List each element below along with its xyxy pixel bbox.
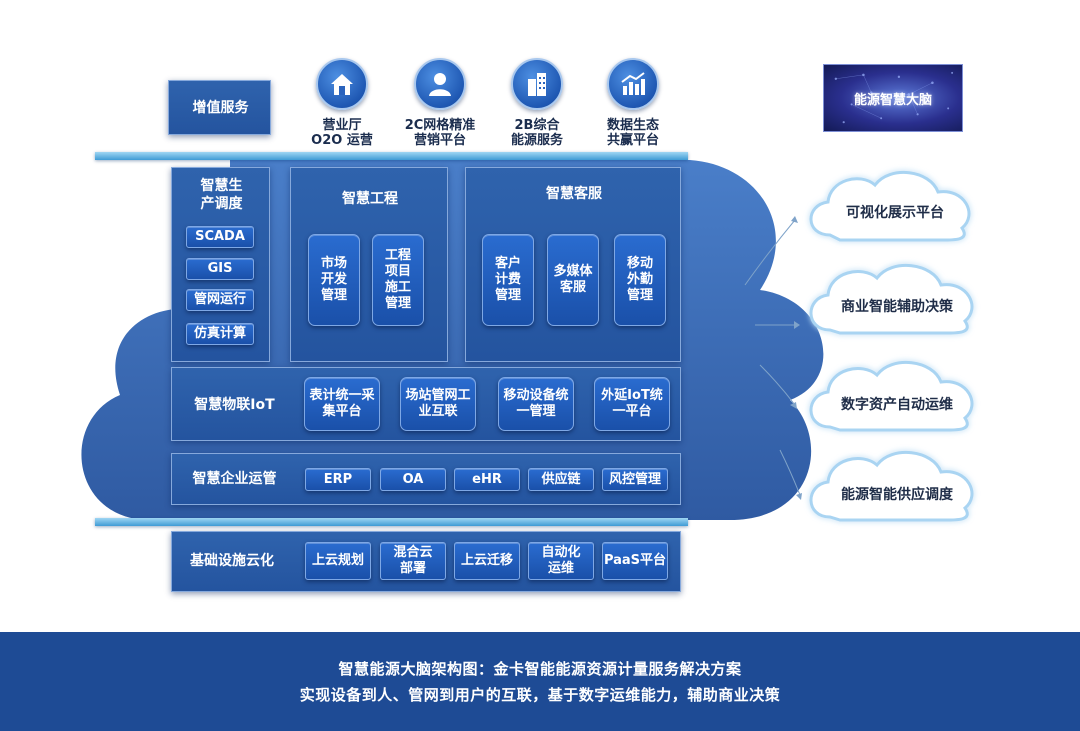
scada-button[interactable]: SCADA: [186, 226, 254, 248]
market-development-button[interactable]: 市场 开发 管理: [308, 234, 360, 326]
smart-customer-service-title: 智慧客服: [546, 186, 602, 202]
supply-chain-button[interactable]: 供应链: [528, 468, 594, 491]
value-added-services-panel: 增值服务: [168, 80, 271, 135]
connector-line-4: [779, 449, 801, 496]
bottom-divider-band: [95, 518, 688, 526]
auto-ops-button[interactable]: 自动化 运维: [528, 542, 594, 580]
service-icon-building[interactable]: [511, 58, 563, 110]
energy-supply-dispatch-label[interactable]: 能源智能供应调度: [841, 487, 953, 503]
footer-banner: 智慧能源大脑架构图：金卡智能能源资源计量服务解决方案 实现设备到人、管网到用户的…: [0, 632, 1080, 731]
house-icon: [331, 74, 353, 95]
arrow-head-1: [791, 216, 798, 223]
bar-chart-icon: [621, 72, 645, 95]
station-network-iiot-button[interactable]: 场站管网工 业互联: [400, 377, 476, 431]
oa-button[interactable]: OA: [380, 468, 446, 491]
service-icon-chart[interactable]: [607, 58, 659, 110]
infrastructure-cloud-title: 基础设施云化: [190, 553, 274, 569]
connector-line-1: [744, 219, 796, 286]
production-dispatch-title: 智慧生 产调度: [200, 178, 243, 212]
digital-asset-ops-label[interactable]: 数字资产自动运维: [841, 397, 953, 413]
service-label-o2o: 营业厅 O2O 运营: [311, 118, 373, 148]
output-cloud-1: [809, 170, 971, 242]
multimedia-service-button[interactable]: 多媒体 客服: [547, 234, 599, 326]
service-icon-house[interactable]: [316, 58, 368, 110]
erp-button[interactable]: ERP: [305, 468, 371, 491]
visualization-platform-label[interactable]: 可视化展示平台: [846, 205, 944, 221]
output-cloud-2: [809, 263, 974, 335]
user-icon: [429, 73, 451, 96]
cloud-migration-button[interactable]: 上云迁移: [454, 542, 520, 580]
hybrid-cloud-button[interactable]: 混合云 部署: [380, 542, 446, 580]
service-icon-user[interactable]: [414, 58, 466, 110]
risk-control-button[interactable]: 风控管理: [602, 468, 668, 491]
energy-brain-card[interactable]: 能源智慧大脑: [823, 64, 963, 132]
smart-iot-title: 智慧物联IoT: [194, 397, 275, 413]
arrow-head-4: [796, 493, 802, 500]
smart-engineering-title: 智慧工程: [342, 191, 398, 207]
gis-button[interactable]: GIS: [186, 258, 254, 280]
output-cloud-3: [809, 360, 974, 432]
arrow-head-2: [794, 321, 800, 329]
simulation-calculation-button[interactable]: 仿真计算: [186, 323, 254, 345]
arrow-head-3: [790, 402, 797, 409]
paas-platform-button[interactable]: PaaS平台: [602, 542, 668, 580]
extended-iot-platform-button[interactable]: 外延IoT统 一平台: [594, 377, 670, 431]
footer-caption-line-2: 实现设备到人、管网到用户的互联，基于数字运维能力，辅助商业决策: [299, 686, 781, 704]
service-label-2c: 2C网格精准 营销平台: [404, 118, 476, 148]
energy-brain-title: 能源智慧大脑: [853, 92, 932, 108]
ehr-button[interactable]: eHR: [454, 468, 520, 491]
meter-collection-platform-button[interactable]: 表计统一采 集平台: [304, 377, 380, 431]
pipe-network-operation-button[interactable]: 管网运行: [186, 289, 254, 311]
neural-network-pattern: [834, 71, 954, 124]
footer-caption-line-1: 智慧能源大脑架构图：金卡智能能源资源计量服务解决方案: [338, 660, 742, 678]
customer-billing-button[interactable]: 客户 计费 管理: [482, 234, 534, 326]
top-divider-band: [95, 152, 688, 160]
smart-enterprise-title: 智慧企业运管: [192, 471, 277, 487]
mobile-field-button[interactable]: 移动 外勤 管理: [614, 234, 666, 326]
mobile-device-management-button[interactable]: 移动设备统 一管理: [498, 377, 574, 431]
service-label-2b: 2B综合 能源服务: [510, 118, 563, 148]
value-added-services-title: 增值服务: [192, 100, 249, 116]
service-label-data-ecology: 数据生态 共赢平台: [606, 118, 659, 148]
output-cloud-4: [809, 450, 974, 522]
connector-line-3: [759, 364, 796, 406]
cloud-planning-button[interactable]: 上云规划: [305, 542, 371, 580]
building-icon: [528, 73, 546, 96]
bi-decision-label[interactable]: 商业智能辅助决策: [841, 299, 953, 315]
project-construction-button[interactable]: 工程 项目 施工 管理: [372, 234, 424, 326]
